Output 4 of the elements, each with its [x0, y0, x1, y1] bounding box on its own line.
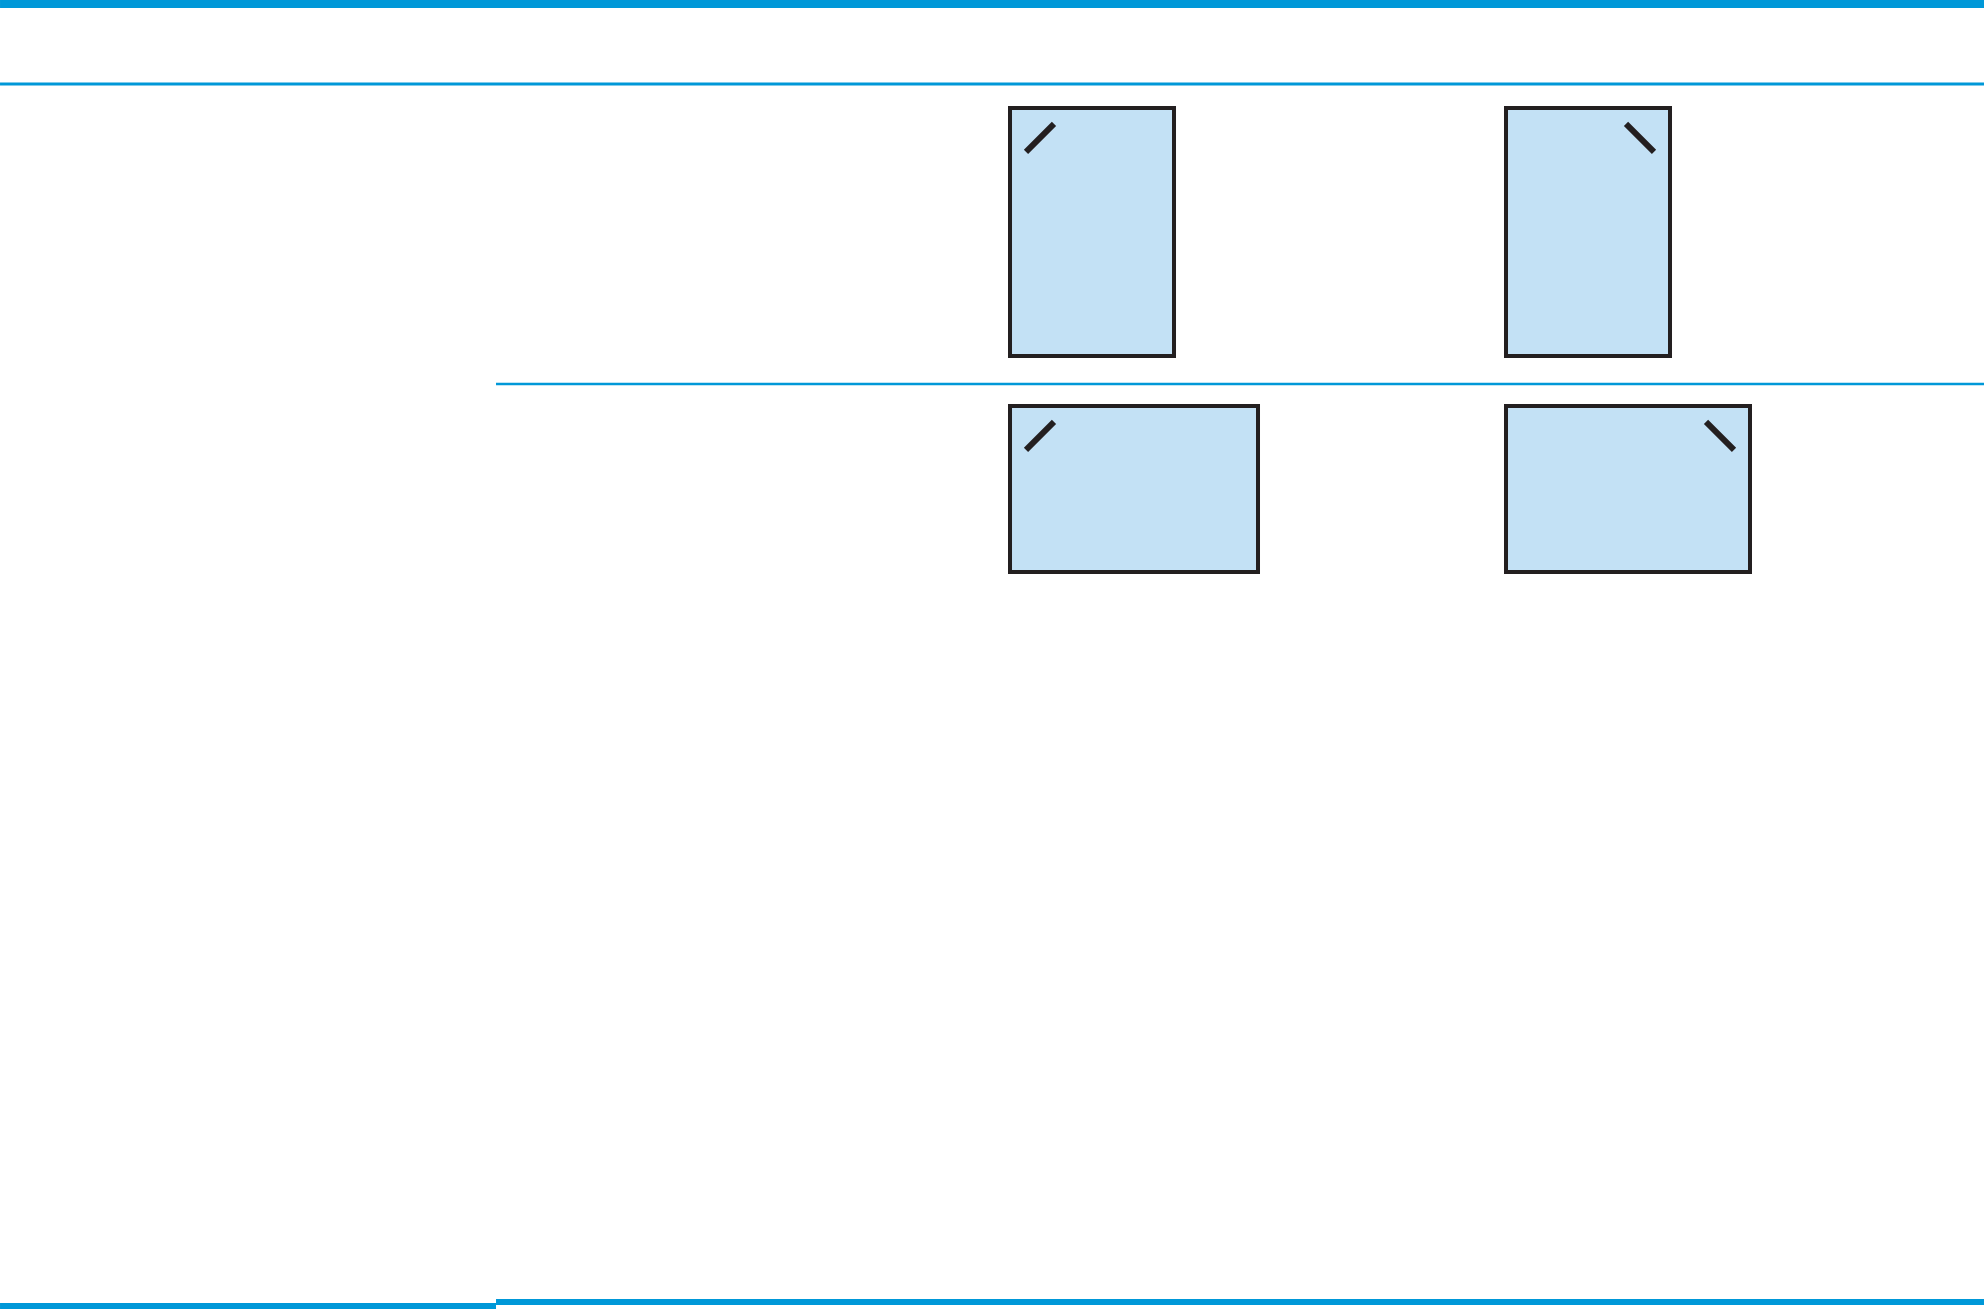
paper-sheet-drawing: [1008, 403, 1260, 574]
paper-sheet-drawing: [1504, 403, 1752, 574]
paper-sheet-drawing: [1008, 106, 1176, 358]
paper-sheet-drawing: [1504, 106, 1672, 358]
